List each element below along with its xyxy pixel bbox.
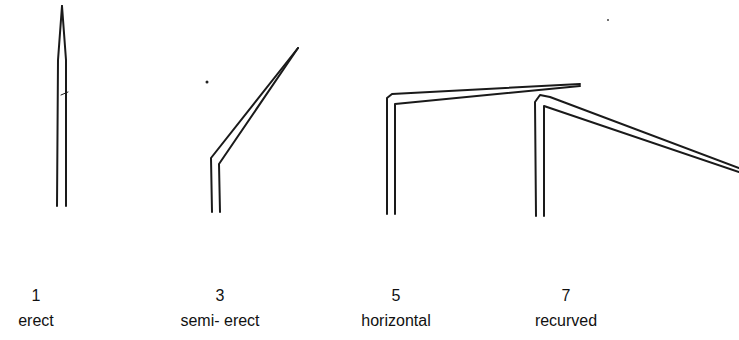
erect-stem — [62, 6, 66, 206]
scale-label: erect — [18, 312, 54, 330]
scale-number: 1 — [32, 287, 41, 305]
scale-number: 3 — [216, 287, 225, 305]
semi-erect-stem — [211, 48, 298, 212]
scale-label: recurved — [535, 312, 597, 330]
recurved-stem — [544, 106, 739, 216]
scale-number: 5 — [392, 287, 401, 305]
scale-label: horizontal — [361, 312, 430, 330]
horizontal-stem — [395, 86, 580, 214]
scale-label: semi- erect — [180, 312, 259, 330]
semi-erect-stem — [219, 48, 298, 212]
scale-number: 7 — [562, 287, 571, 305]
erect-stem — [57, 6, 62, 206]
recurved-stem — [535, 95, 739, 216]
speck — [607, 19, 609, 21]
speck — [206, 81, 209, 84]
horizontal-stem — [387, 84, 580, 214]
erect-mark — [61, 92, 68, 95]
